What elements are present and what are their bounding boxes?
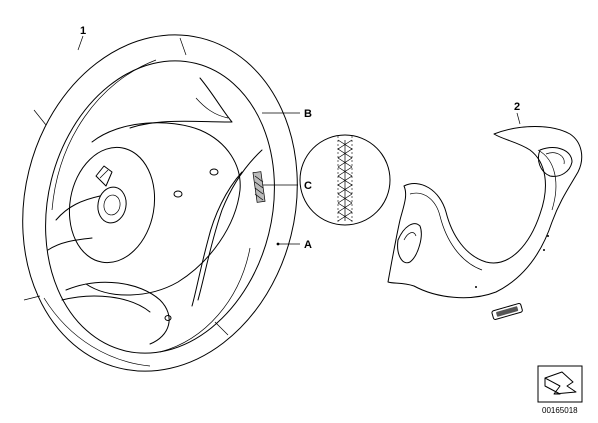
stitch-mark: [337, 166, 353, 177]
spoke-trim-cover: [387, 126, 583, 320]
document-number: 00165018: [542, 406, 578, 415]
stitch-mark: [337, 202, 353, 213]
stitch-mark: [337, 211, 353, 222]
leader-line-1: [77, 35, 84, 51]
stitch-mark: [337, 157, 353, 168]
stitch-mark: [337, 148, 353, 159]
callout-ref-b: B: [304, 108, 312, 120]
stitch-mark: [337, 175, 353, 186]
stitch-mark: [337, 184, 353, 195]
leader-line-2: [516, 112, 521, 125]
callout-part-1: 1: [80, 25, 86, 37]
corner-arrow-icon: [537, 365, 583, 403]
steering-wheel: [22, 34, 298, 372]
callout-ref-c: C: [304, 180, 312, 192]
callout-part-2: 2: [514, 101, 520, 113]
stitch-mark: [337, 193, 353, 204]
stitching-detail: [299, 134, 391, 226]
callout-ref-a: A: [304, 239, 312, 251]
stitch-mark: [337, 139, 353, 150]
emblem-badge: [491, 302, 523, 320]
